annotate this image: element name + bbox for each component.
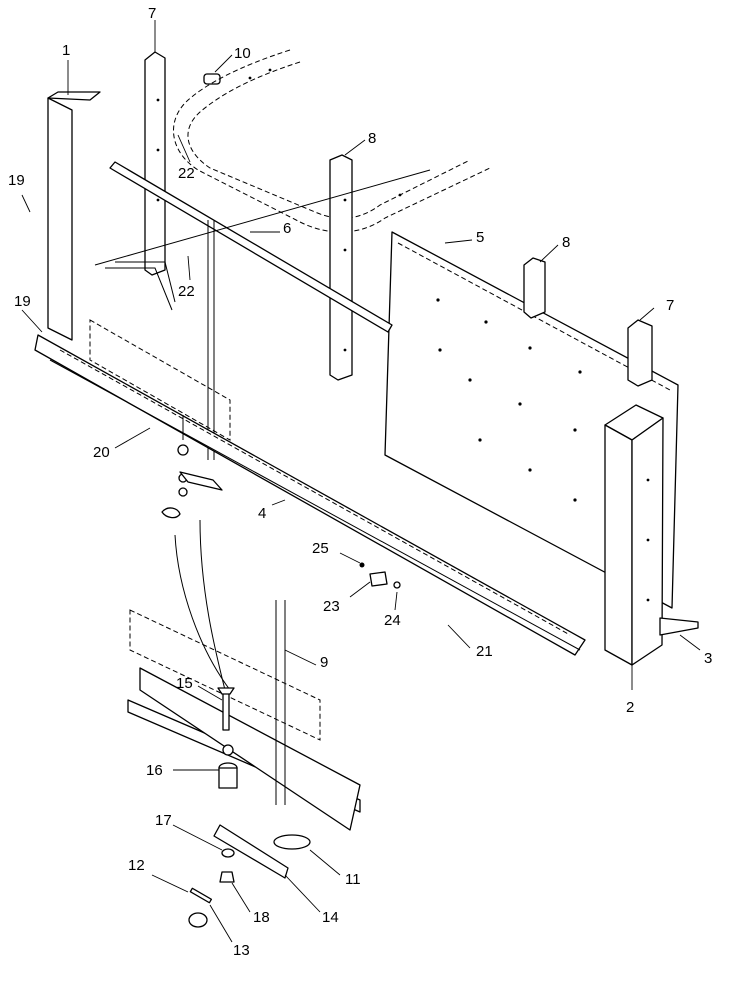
dashed-plate-upper (89, 319, 231, 441)
callout-4: 4 (258, 505, 266, 522)
callout-2: 2 (626, 699, 634, 716)
callout-leaders (21, 20, 701, 943)
callout-3: 3 (704, 650, 712, 667)
callout-13: 13 (233, 942, 250, 959)
callout-22-top: 22 (178, 165, 195, 182)
callout-24: 24 (384, 612, 401, 629)
callout-17: 17 (155, 812, 172, 829)
callout-12: 12 (128, 857, 145, 874)
upright-channel-part-7-right (627, 319, 653, 387)
callout-19-top: 19 (8, 172, 25, 189)
right-side-post-part-2 (604, 404, 664, 666)
clip-part-23 (369, 571, 388, 587)
callout-25: 25 (312, 540, 329, 557)
lower-detail-view (127, 600, 361, 928)
callout-8-center: 8 (368, 130, 376, 147)
screw-part-24 (393, 581, 401, 589)
callout-16: 16 (146, 762, 163, 779)
callout-6: 6 (283, 220, 291, 237)
rod-part-9-upper (207, 220, 215, 460)
upright-channel-part-8-right (523, 257, 546, 319)
callout-22-bottom: 22 (178, 283, 195, 300)
crossbar-part-6 (94, 161, 431, 333)
callout-21: 21 (476, 643, 493, 660)
callout-7-right: 7 (666, 297, 674, 314)
detail-leader-lines (174, 519, 231, 691)
callout-18: 18 (253, 909, 270, 926)
callout-14: 14 (322, 909, 339, 926)
callout-19-bottom: 19 (14, 293, 31, 310)
callout-5: 5 (476, 229, 484, 246)
callout-20: 20 (93, 444, 110, 461)
callout-10: 10 (234, 45, 251, 62)
nut-part-25 (359, 562, 365, 568)
left-bracket (105, 261, 176, 311)
callout-9: 9 (320, 654, 328, 671)
callout-11: 11 (345, 871, 361, 888)
right-foot-bar-part-3 (659, 617, 699, 636)
hardware-group-upper (161, 415, 223, 519)
callout-1: 1 (62, 42, 70, 59)
callout-8-right: 8 (562, 234, 570, 251)
upright-channel-part-7-left (144, 51, 166, 276)
left-side-post-part-1 (47, 91, 101, 341)
bottom-rail-part-4 (34, 334, 586, 656)
callout-7-top: 7 (148, 5, 156, 22)
callout-23: 23 (323, 598, 340, 615)
upright-channel-part-8-center (329, 154, 353, 381)
callout-15: 15 (176, 675, 193, 692)
callout-labels: 1 2 3 4 5 6 7 7 8 8 9 10 11 12 13 14 15 … (8, 5, 712, 959)
